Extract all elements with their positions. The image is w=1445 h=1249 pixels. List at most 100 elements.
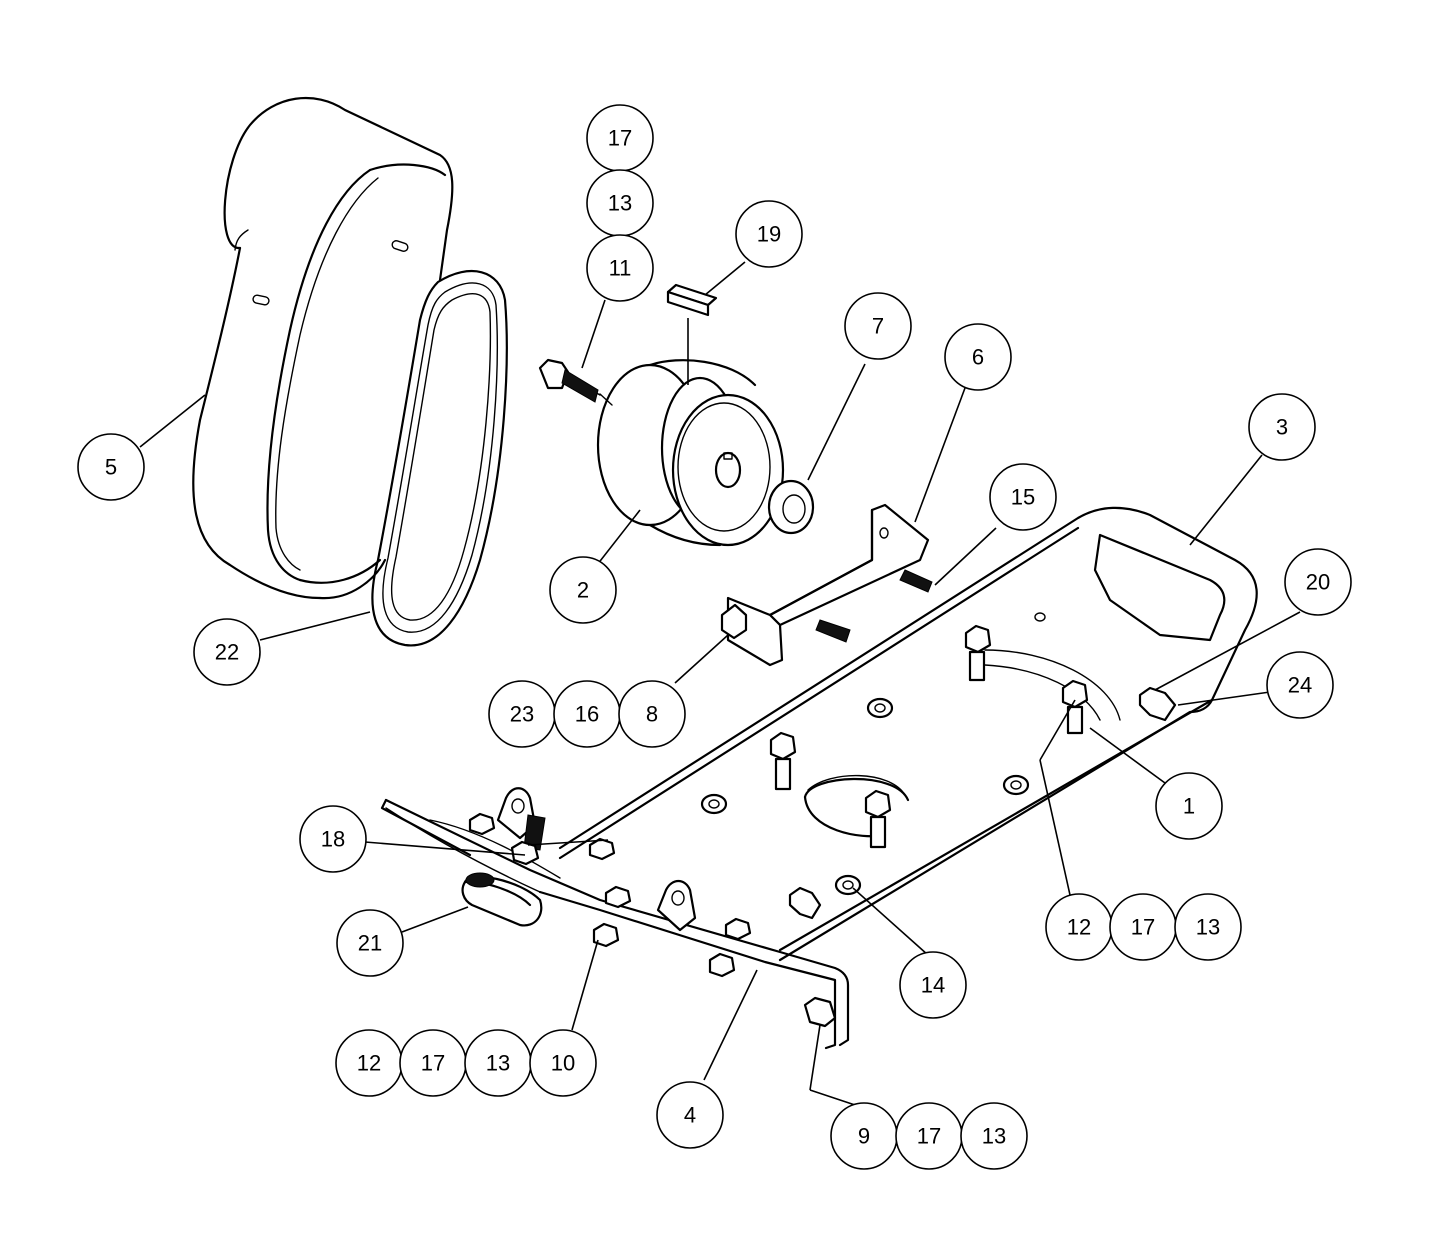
leader-18b — [527, 839, 609, 846]
balloon-label: 14 — [921, 973, 945, 998]
base-plate-part — [558, 506, 1258, 962]
balloon-label: 10 — [551, 1051, 575, 1076]
leader-21 — [401, 906, 469, 933]
balloon-14: 14 — [899, 951, 967, 1019]
plate-fasteners — [700, 624, 1177, 920]
balloon-13a: 13 — [586, 169, 654, 237]
balloon-label: 17 — [917, 1124, 941, 1149]
leader-1 — [1089, 727, 1166, 784]
balloon-19: 19 — [735, 200, 803, 268]
stud-center — [864, 789, 892, 849]
balloon-label: 17 — [608, 126, 632, 151]
pulley-part — [596, 359, 785, 547]
balloon-label: 17 — [421, 1051, 445, 1076]
bolt-part — [538, 358, 613, 406]
leader-9-a — [809, 1089, 856, 1106]
stud-top — [964, 624, 992, 682]
balloon-label: 5 — [105, 455, 117, 480]
balloon-label: 17 — [1131, 915, 1155, 940]
balloon-9: 9 — [830, 1102, 898, 1170]
balloon-label: 13 — [486, 1051, 510, 1076]
leader-8 — [674, 634, 729, 684]
balloon-label: 13 — [982, 1124, 1006, 1149]
balloon-label: 23 — [510, 702, 534, 727]
leader-2 — [596, 509, 641, 566]
stud-right — [1061, 679, 1089, 735]
leader-15 — [934, 527, 997, 586]
leader-22 — [259, 611, 371, 641]
balloon-label: 6 — [972, 345, 984, 370]
balloon-label: 3 — [1276, 415, 1288, 440]
bracket-part — [720, 503, 933, 667]
balloon-7: 7 — [844, 292, 912, 360]
leader-7 — [807, 363, 866, 481]
balloon-label: 24 — [1288, 673, 1312, 698]
washer-part — [767, 479, 815, 535]
balloon-2: 2 — [549, 556, 617, 624]
balloon-18: 18 — [299, 805, 367, 873]
balloon-23: 23 — [488, 680, 556, 748]
balloon-15: 15 — [989, 463, 1057, 531]
balloon-13c: 13 — [464, 1029, 532, 1097]
leader-5 — [139, 394, 206, 448]
balloon-3: 3 — [1248, 393, 1316, 461]
balloon-label: 13 — [1196, 915, 1220, 940]
leader-14 — [852, 887, 929, 956]
balloon-17a: 17 — [586, 104, 654, 172]
v-belt-part — [371, 269, 508, 647]
balloon-label: 16 — [575, 702, 599, 727]
leader-20 — [1154, 611, 1301, 691]
key-part — [666, 283, 718, 317]
balloon-label: 19 — [757, 222, 781, 247]
balloon-label: 13 — [608, 191, 632, 216]
leader-19 — [704, 261, 746, 296]
leader-10 — [571, 939, 599, 1031]
leader-6 — [914, 387, 966, 523]
balloon-17b: 17 — [1109, 893, 1177, 961]
balloon-21: 21 — [336, 909, 404, 977]
balloon-8: 8 — [618, 680, 686, 748]
balloon-label: 22 — [215, 640, 239, 665]
balloon-label: 7 — [872, 314, 884, 339]
balloon-24: 24 — [1266, 651, 1334, 719]
balloon-17c: 17 — [399, 1029, 467, 1097]
balloon-12a: 12 — [1045, 893, 1113, 961]
bumper-part — [461, 872, 543, 927]
balloon-label: 9 — [858, 1124, 870, 1149]
balloon-10: 10 — [529, 1029, 597, 1097]
balloon-label: 11 — [609, 256, 632, 281]
balloon-11: 11 — [586, 234, 654, 302]
balloon-label: 8 — [646, 702, 658, 727]
balloon-label: 15 — [1011, 485, 1035, 510]
balloon-6: 6 — [944, 323, 1012, 391]
leader-4 — [703, 969, 758, 1081]
leader-24 — [1177, 691, 1271, 706]
leader-11 — [581, 299, 606, 369]
balloon-13b: 13 — [1174, 893, 1242, 961]
leader-12a-b — [1039, 699, 1076, 761]
balloon-20: 20 — [1284, 548, 1352, 616]
balloon-label: 18 — [321, 827, 345, 852]
balloon-label: 4 — [684, 1103, 696, 1128]
balloon-12b: 12 — [335, 1029, 403, 1097]
balloon-label: 1 — [1183, 794, 1195, 819]
front-bracket-part — [380, 787, 850, 1050]
balloon-label: 12 — [357, 1051, 381, 1076]
balloon-5: 5 — [77, 433, 145, 501]
balloon-4: 4 — [656, 1081, 724, 1149]
stud-mid — [769, 731, 797, 791]
leader-9-b — [809, 1024, 821, 1091]
leader-lines — [139, 261, 1301, 1106]
leader-18 — [364, 841, 526, 856]
balloon-16: 16 — [553, 680, 621, 748]
balloon-label: 2 — [577, 578, 589, 603]
balloon-label: 20 — [1306, 570, 1330, 595]
balloon-label: 12 — [1067, 915, 1091, 940]
balloon-13d: 13 — [960, 1102, 1028, 1170]
balloon-22: 22 — [193, 618, 261, 686]
balloon-label: 21 — [358, 931, 382, 956]
balloon-17d: 17 — [895, 1102, 963, 1170]
leader-3 — [1189, 454, 1263, 546]
belt-guard-part — [192, 96, 454, 600]
